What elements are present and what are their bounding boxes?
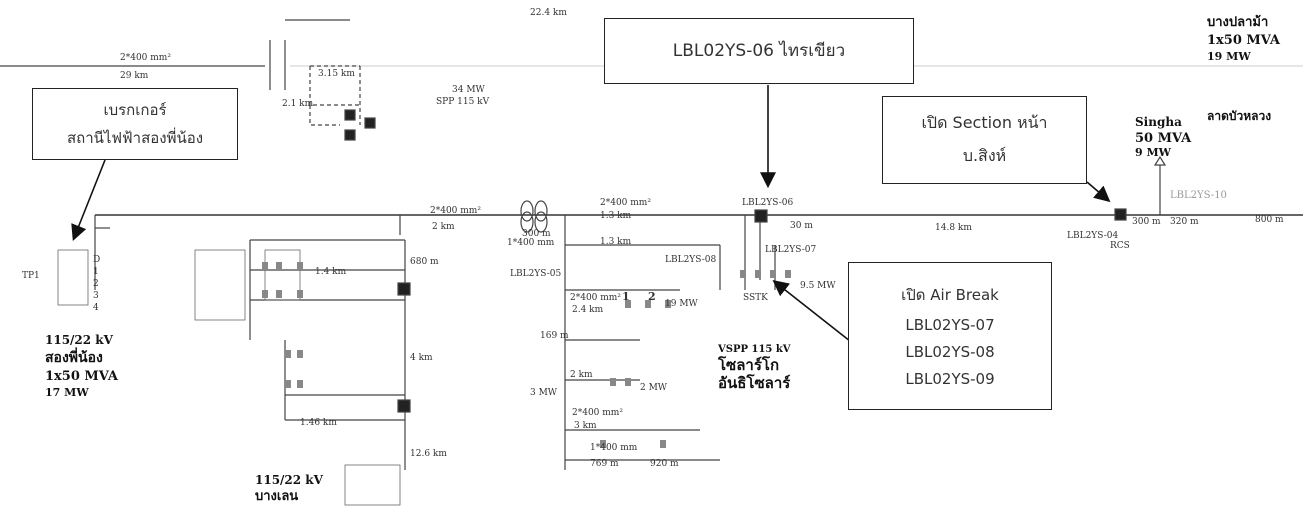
label-num2: 2: [648, 290, 656, 303]
label-lbl2ys05: LBL2YS-05: [510, 269, 561, 279]
station-bangplama-capacity: 1x50 MVA: [1207, 33, 1281, 48]
label-num1: 1: [622, 290, 630, 303]
label-dist-224: 22.4 km: [530, 8, 567, 18]
station-singha-name: Singha: [1135, 115, 1182, 129]
station-bangkok-voltage: 115/22 kV: [255, 473, 324, 487]
station-vspp-voltage: VSPP 115 kV: [717, 344, 791, 355]
label-dist-148: 14.8 km: [935, 223, 972, 233]
label-dist-300: 300 m: [522, 229, 551, 239]
label-dist-2km: 2 km: [570, 370, 593, 380]
callout-switch-06: LBL02YS-06 ไทรเขียว: [604, 18, 914, 84]
label-dist-24: 2.4 km: [572, 305, 604, 315]
callout-breaker-line1: เบรกเกอร์: [103, 101, 167, 119]
label-tp1: TP1: [22, 271, 40, 281]
callout-section-line2: บ.สิงห์: [962, 146, 1007, 165]
station-latbualuang-name: ลาดบัวหลวง: [1207, 109, 1271, 123]
label-cable-top: 2*400 mm²: [120, 53, 171, 63]
label-mw-95: 9.5 MW: [800, 281, 836, 291]
label-dist-146: 1.46 km: [300, 418, 337, 428]
label-dist-680: 680 m: [410, 257, 439, 267]
label-dist-30: 30 m: [790, 221, 813, 231]
label-dist-3km: 3 km: [574, 421, 597, 431]
callout-airbreak-item: LBL02YS-07: [905, 316, 995, 334]
label-dist-13b: 1.3 km: [600, 237, 632, 247]
station-songphinong-voltage: 115/22 kV: [45, 333, 114, 347]
station-songphinong-capacity: 1x50 MVA: [45, 369, 119, 384]
label-sstk: SSTK: [743, 293, 768, 303]
label-dist-14: 1.4 km: [315, 267, 347, 277]
label-spp: SPP 115 kV: [436, 97, 490, 107]
callout-section: เปิด Section หน้า บ.สิงห์: [882, 96, 1087, 184]
label-cable-mid: 2*400 mm²: [600, 198, 651, 208]
label-lbl2ys10: LBL2YS-10: [1170, 190, 1227, 201]
label-dist-300b: 300 m: [1132, 217, 1161, 227]
label-lbl2ys08: LBL2YS-08: [665, 255, 716, 265]
station-vspp-name1: โซลาร์โก: [717, 355, 779, 374]
callout-breaker: เบรกเกอร์ สถานีไฟฟ้าสองพี่น้อง: [32, 88, 238, 160]
label-dist-21: 2.1 km: [282, 99, 314, 109]
label-lbl2ys06: LBL2YS-06: [742, 198, 793, 208]
breaker-arrow: [71, 159, 106, 241]
label-dist-13a: 1.3 km: [600, 211, 632, 221]
label-dist-320: 320 m: [1170, 217, 1199, 227]
label-dist-4km: 4 km: [410, 353, 433, 363]
label-cable-769: 1*400 mm: [590, 443, 638, 453]
callout-section-line1: เปิด Section หน้า: [921, 113, 1048, 132]
label-dist-top: 29 km: [120, 71, 149, 81]
callout-airbreak-title: เปิด Air Break: [901, 286, 999, 304]
label-main-dist: 2 km: [432, 222, 455, 232]
label-bus-4: 4: [93, 303, 99, 313]
label-mw-19: 19 MW: [665, 299, 699, 309]
label-dist-126: 12.6 km: [410, 449, 447, 459]
callout-switch-06-text: LBL02YS-06 ไทรเขียว: [672, 41, 846, 61]
airbreak-arrow: [772, 280, 856, 346]
label-bus-2: 2: [93, 279, 99, 289]
label-mw-2: 2 MW: [640, 383, 668, 393]
station-singha-capacity: 50 MVA: [1135, 131, 1192, 146]
callout-airbreak-item: LBL02YS-08: [905, 343, 995, 361]
label-bus-1: 1: [93, 267, 99, 277]
label-cable-1x400: 1*400 mm: [507, 238, 555, 248]
label-cable-24: 2*400 mm²: [570, 293, 621, 303]
station-vspp-name2: อันธิโซลาร์: [718, 373, 791, 392]
station-bangplama-name: บางปลาม้า: [1207, 14, 1268, 30]
label-dist-800: 800 m: [1255, 215, 1284, 225]
label-lbl2ys07: LBL2YS-07: [765, 245, 816, 255]
station-singha-load: 9 MW: [1135, 146, 1172, 159]
label-bus-3: 3: [93, 291, 99, 301]
label-lbl2ys04: LBL2YS-04: [1067, 231, 1118, 241]
label-bus-d: D: [93, 255, 100, 265]
station-bangplama-load: 19 MW: [1207, 50, 1251, 63]
callout-breaker-line2: สถานีไฟฟ้าสองพี่น้อง: [66, 129, 204, 147]
label-mw-3: 3 MW: [530, 388, 558, 398]
station-songphinong-name: สองพี่น้อง: [45, 347, 103, 366]
station-songphinong-load: 17 MW: [45, 386, 89, 399]
section-arrow: [1086, 181, 1111, 203]
label-cable-3km: 2*400 mm²: [572, 408, 623, 418]
label-dist-769: 769 m: [590, 459, 619, 469]
label-dist-920: 920 m: [650, 459, 679, 469]
label-dist-315: 3.15 km: [318, 69, 355, 79]
station-bangkok-name: บางเลน: [255, 489, 298, 504]
label-dist-169: 169 m: [540, 331, 569, 341]
callout-airbreak: เปิด Air Break LBL02YS-07 LBL02YS-08 LBL…: [848, 262, 1052, 410]
label-spp-mw: 34 MW: [452, 85, 486, 95]
label-main-cable: 2*400 mm²: [430, 206, 481, 216]
callout-airbreak-item: LBL02YS-09: [905, 370, 995, 388]
label-rcs: RCS: [1110, 241, 1130, 251]
